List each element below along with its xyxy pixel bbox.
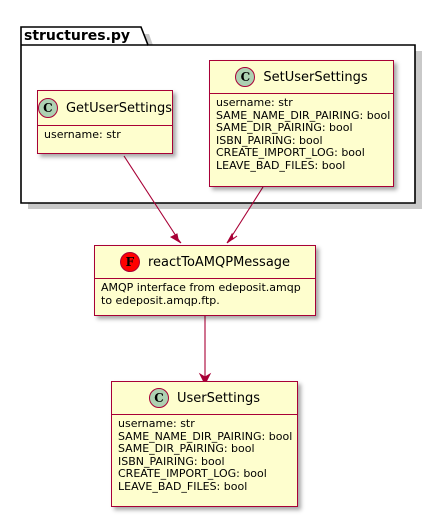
arrow-get-to-react <box>123 155 179 240</box>
attribute: SAME_NAME_DIR_PAIRING: bool <box>216 108 391 122</box>
function-react-to-amqp-message[interactable]: F reactToAMQPMessage AMQP interface from… <box>94 245 316 316</box>
attribute: SAME_NAME_DIR_PAIRING: bool <box>118 429 293 443</box>
attribute: CREATE_IMPORT_LOG: bool <box>216 146 365 159</box>
attribute: ISBN_PAIRING: bool <box>118 454 225 468</box>
attribute: LEAVE_BAD_FILES: bool <box>118 479 248 493</box>
function-name: reactToAMQPMessage <box>147 254 291 270</box>
class-set-user-settings[interactable]: C SetUserSettings username: str SAME_NAM… <box>209 60 394 187</box>
class-header: C UserSettings <box>112 382 297 415</box>
class-name: GetUserSettings <box>65 100 173 116</box>
attribute: SAME_DIR_PAIRING: bool <box>216 121 353 134</box>
arrowhead-react-to-user <box>198 372 212 386</box>
description-line: AMQP interface from edeposit.amqp <box>101 281 301 294</box>
class-stereotype-icon: C <box>37 98 58 118</box>
class-header: C SetUserSettings <box>210 61 393 94</box>
attribute: ISBN_PAIRING: bool <box>216 133 323 147</box>
class-attributes: username: str <box>38 126 172 144</box>
attribute: SAME_DIR_PAIRING: bool <box>118 442 255 455</box>
class-name: SetUserSettings <box>263 69 368 85</box>
arrow-set-to-react <box>229 186 264 240</box>
class-attributes: username: str SAME_NAME_DIR_PAIRING: boo… <box>210 94 393 174</box>
attribute: LEAVE_BAD_FILES: bool <box>216 158 346 172</box>
function-description: AMQP interface from edeposit.amqp to ede… <box>95 279 315 309</box>
class-user-settings[interactable]: C UserSettings username: str SAME_NAME_D… <box>111 381 298 507</box>
arrowhead-get-to-react <box>169 233 182 244</box>
class-attributes: username: str SAME_NAME_DIR_PAIRING: boo… <box>112 415 297 495</box>
attribute: username: str <box>44 128 121 141</box>
attribute: username: str <box>118 417 195 430</box>
attribute: CREATE_IMPORT_LOG: bool <box>118 467 267 480</box>
arrowhead-set-to-react <box>226 232 238 244</box>
function-stereotype-icon: F <box>119 252 140 272</box>
class-get-user-settings[interactable]: C GetUserSettings username: str <box>37 90 173 154</box>
attribute: username: str <box>216 96 293 109</box>
class-stereotype-icon: C <box>235 67 256 87</box>
description-line: to edeposit.amqp.ftp. <box>101 293 220 307</box>
class-header: C GetUserSettings <box>37 91 173 126</box>
class-name: UserSettings <box>177 390 260 406</box>
class-stereotype-icon: C <box>149 388 170 408</box>
function-header: F reactToAMQPMessage <box>95 246 315 279</box>
package-title: structures.py <box>24 28 131 44</box>
